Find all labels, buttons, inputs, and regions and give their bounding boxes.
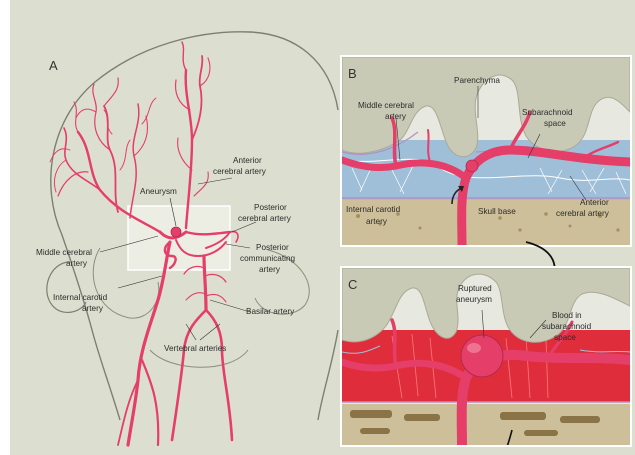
label-a-vertebral: Vertebral arteries xyxy=(164,344,226,353)
aneurysm-region-box xyxy=(128,206,230,270)
label-a-posterior-communicating-3: artery xyxy=(259,265,281,274)
label-a-aneurysm: Aneurysm xyxy=(140,187,177,196)
label-a-posterior-communicating-1: Posterior xyxy=(256,243,289,252)
label-b-internal-carotid-2: artery xyxy=(366,217,388,226)
label-c-blood-2: subarachnoid xyxy=(542,322,592,331)
label-c-blood-1: Blood in xyxy=(552,311,582,320)
label-a-basilar: Basilar artery xyxy=(246,307,295,316)
label-a-posterior-cerebral-1: Posterior xyxy=(254,203,287,212)
label-a-posterior-communicating-2: communicating xyxy=(240,254,296,263)
label-a-anterior-cerebral-2: cerebral artery xyxy=(213,167,267,176)
label-b-subarachnoid-2: space xyxy=(544,119,566,128)
panel-b-letter: B xyxy=(348,66,357,81)
label-c-blood-3: space xyxy=(554,333,576,342)
label-c-ruptured-1: Ruptured xyxy=(458,284,492,293)
label-a-internal-carotid-1: Internal carotid xyxy=(53,293,108,302)
panel-c: C Ruptured aneurysm Blood in subarachnoi… xyxy=(341,267,631,450)
label-a-middle-cerebral-2: artery xyxy=(66,259,88,268)
label-a-middle-cerebral-1: Middle cerebral xyxy=(36,248,92,257)
label-b-middle-cerebral-1: Middle cerebral xyxy=(358,101,414,110)
label-b-anterior-cerebral-1: Anterior xyxy=(580,198,609,207)
label-b-internal-carotid-1: Internal carotid xyxy=(346,205,401,214)
panel-c-aneurysm-highlight xyxy=(467,343,481,353)
label-a-posterior-cerebral-2: cerebral artery xyxy=(238,214,292,223)
panel-a-letter: A xyxy=(49,58,58,73)
label-b-skull-base: Skull base xyxy=(478,207,516,216)
label-a-anterior-cerebral-1: Anterior xyxy=(233,156,262,165)
panel-c-ruptured-aneurysm xyxy=(461,335,503,377)
label-b-anterior-cerebral-2: cerebral artery xyxy=(556,209,610,218)
label-b-parenchyma: Parenchyma xyxy=(454,76,500,85)
panel-b: B Parenchyma Middle cerebral artery Suba… xyxy=(341,56,631,246)
label-b-middle-cerebral-2: artery xyxy=(385,112,407,121)
label-b-subarachnoid-1: Subarachnoid xyxy=(522,108,573,117)
label-a-internal-carotid-2: artery xyxy=(82,304,104,313)
aneurysm-a xyxy=(171,227,181,237)
label-c-ruptured-2: aneurysm xyxy=(456,295,492,304)
left-margin-strip xyxy=(0,0,10,455)
panel-b-aneurysm xyxy=(466,160,478,172)
panel-c-letter: C xyxy=(348,277,357,292)
